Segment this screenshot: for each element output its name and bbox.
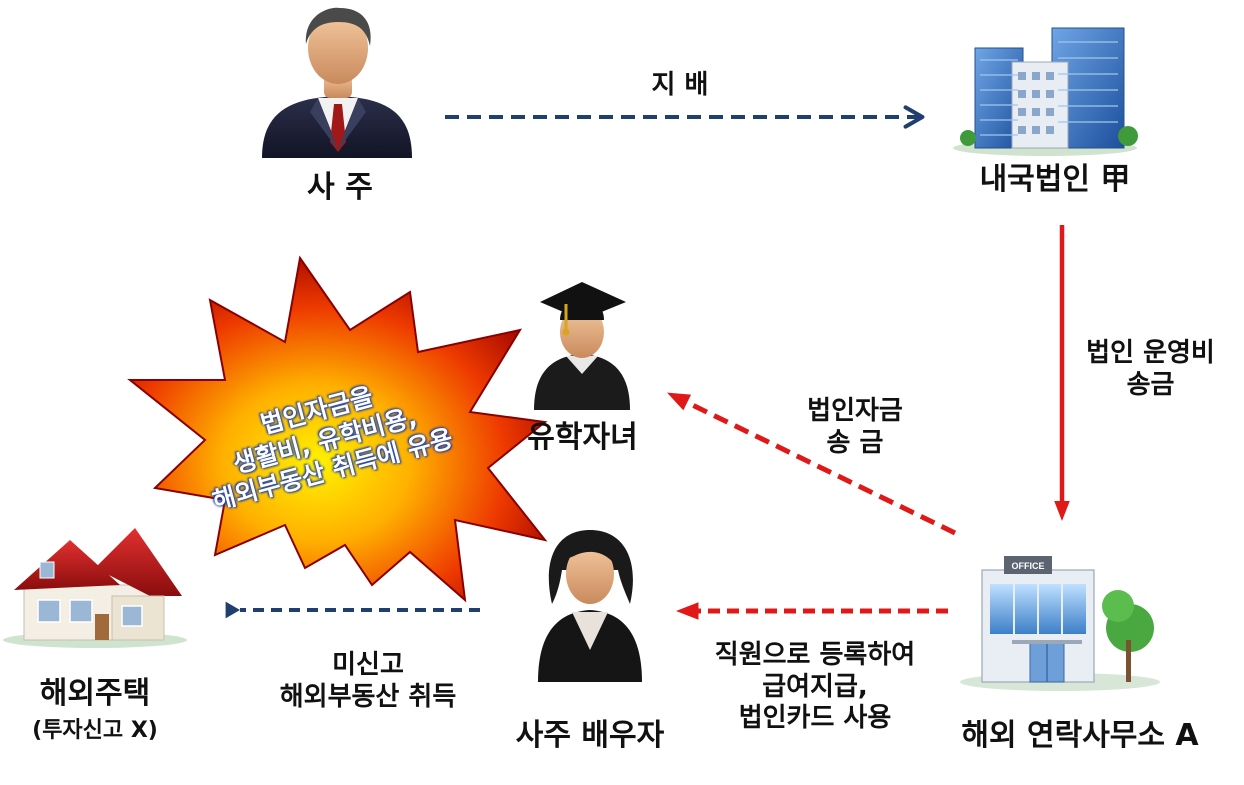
child-label: 유학자녀 [527, 420, 638, 455]
remit-ops-line-1: 법인 운영비 [1086, 338, 1215, 368]
remit-ops-label: 법인 운영비 송금 [1058, 338, 1243, 401]
remit-funds-line-1: 법인자금 [807, 396, 903, 426]
salary-line-2: 급여지급, [762, 671, 868, 702]
owner-icon [262, 7, 412, 158]
owner-label: 사 주 [307, 170, 373, 205]
salary-line-3: 법인카드 사용 [738, 703, 892, 734]
unreported-line-2: 해외부동산 취득 [279, 681, 457, 712]
corp-label: 내국법인 甲 [979, 162, 1131, 197]
office-building-icon [960, 556, 1160, 691]
salary-label: 직원으로 등록하여 급여지급, 법인카드 사용 [690, 640, 940, 735]
remit-funds-line-2: 송 금 [826, 427, 884, 458]
salary-line-1: 직원으로 등록하여 [714, 640, 916, 670]
arrow-remit-funds [667, 392, 957, 536]
unreported-label: 미신고 해외부동산 취득 [238, 650, 498, 713]
unreported-line-1: 미신고 [332, 650, 404, 680]
corp-building-icon [953, 27, 1138, 156]
remit-funds-label: 법인자금 송 금 [770, 396, 940, 459]
callout-burst [127, 255, 548, 603]
house-icon [3, 528, 187, 648]
remit-ops-line-2: 송금 [1126, 369, 1175, 400]
house-sublabel: (투자신고 X) [32, 718, 158, 743]
control-label: 지 배 [651, 70, 709, 100]
spouse-icon [538, 530, 642, 682]
office-label: 해외 연락사무소 A [961, 718, 1199, 753]
spouse-label: 사주 배우자 [515, 718, 665, 753]
house-label: 해외주택 [39, 676, 151, 711]
office-sign-text: OFFICE [1012, 561, 1045, 571]
graduate-child-icon [534, 282, 630, 410]
